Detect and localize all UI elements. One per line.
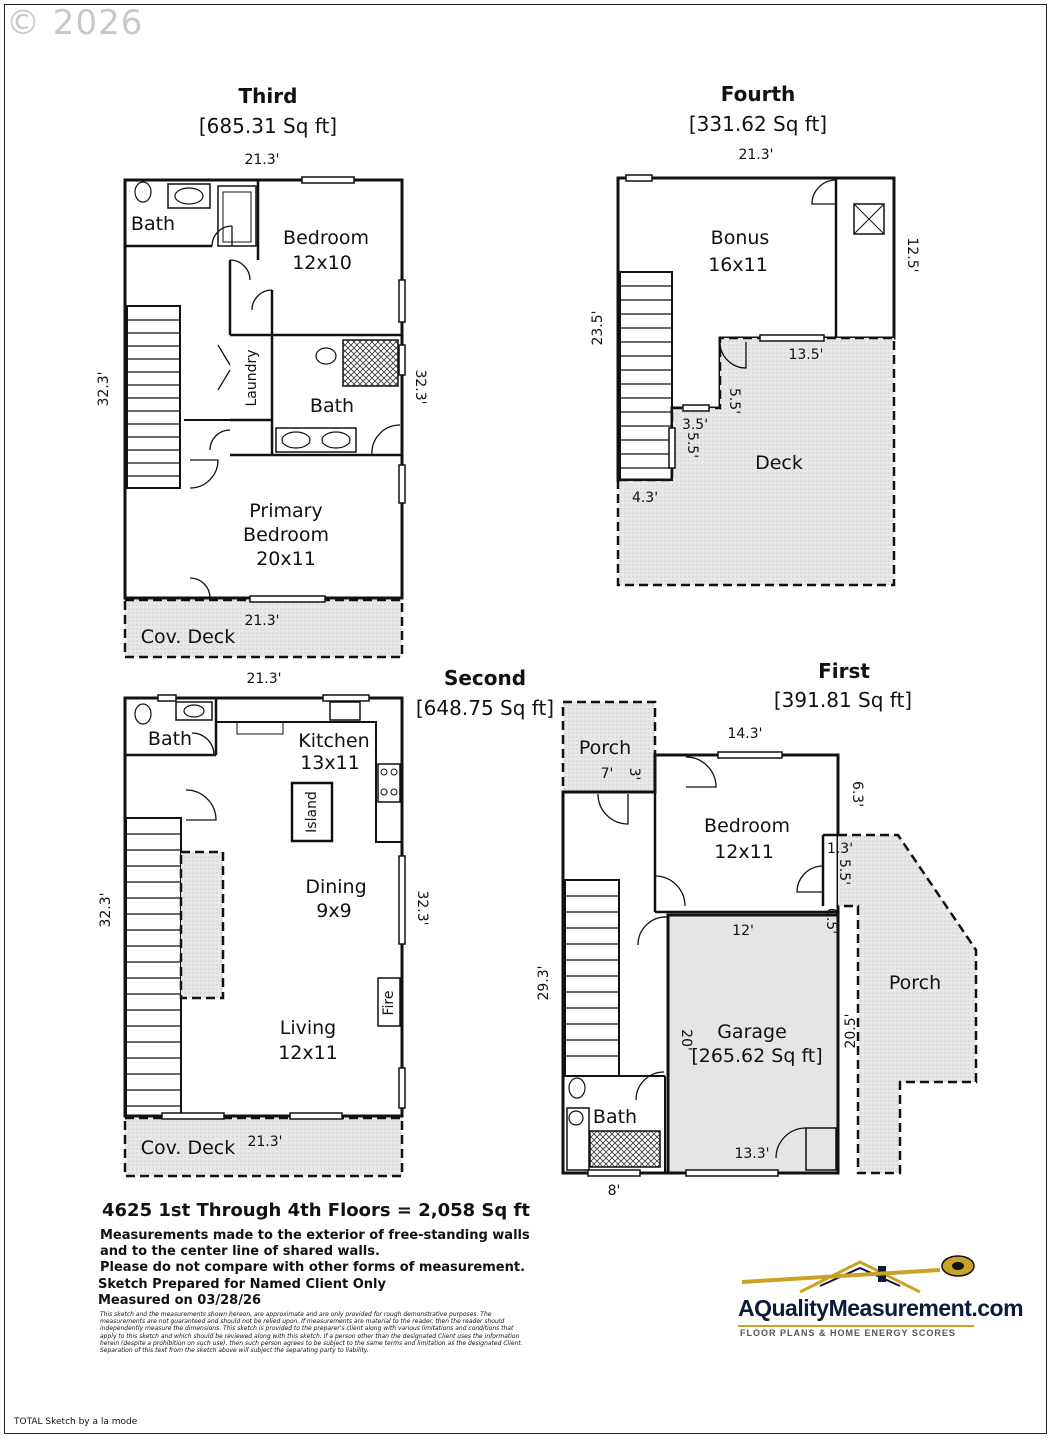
company-logo-tagline: FLOOR PLANS & HOME ENERGY SCORES [740, 1328, 956, 1338]
second-floor-area: [648.75 Sq ft] [415, 696, 555, 720]
fourth-dim-b: 3.5' [681, 417, 709, 433]
first-dim-b: 1.3' [826, 841, 854, 857]
first-floor-area: [391.81 Sq ft] [773, 688, 913, 712]
company-logo-text: AQualityMeasurement.com [738, 1295, 1024, 1321]
third-dim-deck: 21.3' [244, 613, 280, 629]
second-dim-right: 32.3' [414, 890, 430, 926]
fourth-dim-a: 5.5' [726, 387, 742, 415]
fourth-dim-mid: 13.5' [788, 347, 824, 363]
third-primary-label2: Bedroom [243, 524, 329, 546]
second-bath-label: Bath [147, 728, 193, 750]
fourth-dim-right: 12.5' [904, 237, 920, 273]
note-line-5: Measured on 03/28/26 [98, 1293, 262, 1308]
first-dim-left: 29.3' [536, 965, 552, 1001]
first-dim-c: 5.5' [836, 858, 852, 886]
fourth-stairs [619, 271, 673, 481]
copyright-watermark: © 2026 [6, 3, 144, 43]
second-dim-top: 21.3' [246, 671, 282, 687]
disclaimer-fine-print: This sketch and the measurements shown h… [100, 1311, 523, 1354]
second-kitchen-label: Kitchen [298, 730, 370, 752]
note-line-3: Please do not compare with other forms o… [100, 1260, 526, 1275]
third-floor-title: Third [238, 84, 298, 108]
first-dim-porch-w: 7' [600, 766, 614, 782]
second-dining-size: 9x9 [316, 900, 352, 922]
second-covered-deck [123, 1116, 404, 1178]
third-bedroom-size: 12x10 [292, 252, 352, 274]
first-porch-top-label: Porch [578, 737, 632, 759]
third-bedroom-label: Bedroom [283, 227, 369, 249]
first-stairs [564, 879, 620, 1077]
first-dim-garage-top: 12' [732, 923, 754, 939]
second-floor-title: Second [443, 666, 527, 690]
fourth-bonus-label: Bonus [710, 227, 770, 249]
second-dim-deck: 21.3' [247, 1134, 283, 1150]
third-stairs [126, 305, 181, 489]
second-living-size: 12x11 [278, 1042, 338, 1064]
third-dim-right: 32.3' [412, 369, 428, 405]
third-primary-label: Primary [249, 500, 323, 522]
first-bedroom-label: Bedroom [704, 815, 790, 837]
second-deck-label: Cov. Deck [140, 1137, 236, 1159]
third-bath2-label: Bath [309, 395, 355, 417]
first-porch-right-label: Porch [888, 972, 942, 994]
total-area: 4625 1st Through 4th Floors = 2,058 Sq f… [102, 1200, 530, 1221]
first-floor-plan [561, 700, 978, 1177]
fourth-dim-d: 4.3' [631, 490, 659, 506]
fourth-deck-label: Deck [755, 452, 803, 474]
first-bath-label: Bath [592, 1106, 638, 1128]
third-dim-left: 32.3' [96, 371, 112, 407]
second-living-label: Living [279, 1017, 337, 1039]
first-dim-porch-h: 3' [626, 767, 642, 781]
fourth-dim-c: 5.5' [684, 431, 700, 459]
page-frame [4, 4, 1047, 1434]
second-fireplace [377, 977, 401, 1027]
fourth-bonus-size: 16x11 [708, 254, 768, 276]
third-floor-area: [685.31 Sq ft] [198, 114, 338, 138]
third-laundry-label: Laundry [244, 349, 260, 407]
first-dim-garage-bottom: 13.3' [734, 1146, 770, 1162]
fourth-dim-top: 21.3' [738, 147, 774, 163]
second-dim-left: 32.3' [98, 892, 114, 928]
second-dining-label: Dining [305, 876, 367, 898]
first-dim-d: 0.5' [823, 907, 839, 935]
first-floor-title: First [818, 659, 870, 683]
first-garage-label: Garage [717, 1021, 787, 1043]
footer-credit: TOTAL Sketch by a la mode [14, 1417, 138, 1427]
note-line-4: Sketch Prepared for Named Client Only [98, 1277, 386, 1292]
first-dim-top: 14.3' [727, 726, 763, 742]
first-garage-area: [265.62 Sq ft] [691, 1045, 823, 1067]
first-dim-porch-right: 20.5' [843, 1013, 859, 1049]
first-dim-a: 6.3' [849, 780, 865, 808]
second-fire-label: Fire [381, 990, 397, 1016]
third-floor-plan [123, 176, 406, 659]
second-island-label: Island [304, 791, 320, 833]
third-covered-deck [123, 598, 404, 659]
fourth-floor-title: Fourth [720, 82, 796, 106]
note-line-1: Measurements made to the exterior of fre… [100, 1228, 530, 1243]
third-primary-size: 20x11 [256, 548, 316, 570]
third-dim-top: 21.3' [244, 152, 280, 168]
first-porch-right [838, 833, 978, 1175]
fourth-floor-plan [616, 174, 896, 587]
fourth-floor-area: [331.62 Sq ft] [688, 112, 828, 136]
second-stairs [125, 817, 182, 1117]
third-deck-label: Cov. Deck [140, 626, 236, 648]
second-floor-plan [123, 694, 406, 1178]
first-dim-garage-left: 20' [678, 1029, 694, 1051]
note-line-2: and to the center line of shared walls. [100, 1244, 380, 1259]
second-island [290, 781, 334, 843]
fourth-dim-left: 23.5' [590, 310, 606, 346]
logo-graphic [738, 1255, 975, 1327]
second-outer-wall [123, 696, 404, 1118]
first-bedroom-size: 12x11 [714, 841, 774, 863]
second-kitchen-size: 13x11 [300, 752, 360, 774]
third-bath-label: Bath [130, 213, 176, 235]
first-dim-bath-bottom: 8' [607, 1183, 621, 1199]
